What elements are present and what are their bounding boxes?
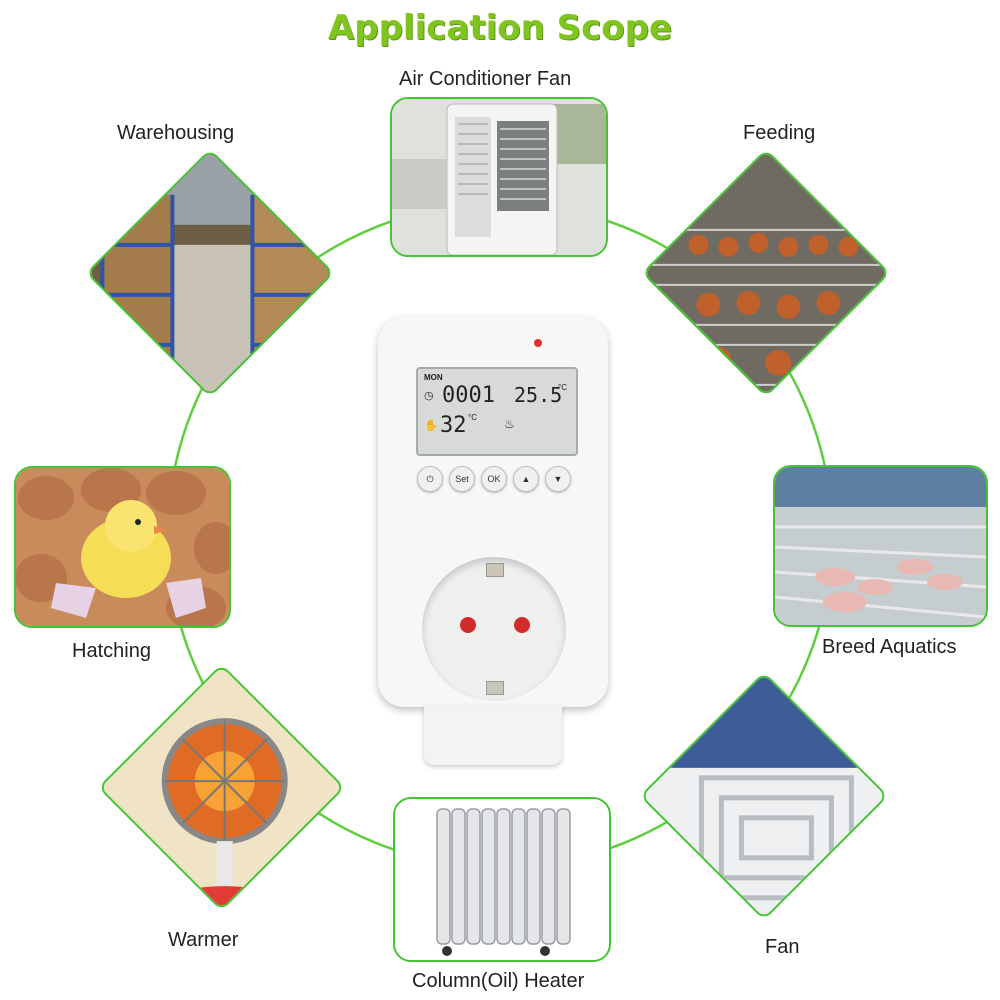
clock-icon: ◷ xyxy=(424,390,434,402)
thermostat-device: MON 0001 25.5 °C 32 °C ♨ ✋ ◷ xyxy=(378,317,608,707)
label-hatching: Hatching xyxy=(72,640,151,662)
hatching-image xyxy=(16,468,229,626)
lcd-set-unit: °C xyxy=(468,413,477,422)
image-hatching xyxy=(14,466,231,628)
image-oil-heater xyxy=(393,797,611,962)
hand-icon: ✋ xyxy=(424,420,438,432)
image-breed-aquatics xyxy=(773,465,988,627)
label-breed-aquatics: Breed Aquatics xyxy=(822,636,957,658)
lcd-display: MON 0001 25.5 °C 32 °C ♨ ✋ ◷ xyxy=(416,367,578,456)
down-arrow-button[interactable]: ▼ xyxy=(545,466,571,492)
label-fan: Fan xyxy=(765,936,800,958)
label-warmer: Warmer xyxy=(168,929,239,951)
socket-hole-left xyxy=(460,617,476,633)
label-feeding: Feeding xyxy=(743,122,816,144)
label-column-oil-heater: Column(Oil) Heater xyxy=(412,970,585,992)
ground-clip-bottom xyxy=(486,681,504,695)
lcd-temperature: 25.5 xyxy=(514,383,563,407)
ground-clip-top xyxy=(486,563,504,577)
image-air-conditioner-fan xyxy=(390,97,608,257)
breed-aquatics-image xyxy=(775,467,986,625)
label-air-conditioner-fan: Air Conditioner Fan xyxy=(399,68,572,90)
socket-hole-right xyxy=(514,617,530,633)
power-button[interactable]: ⏻ xyxy=(417,466,443,492)
lcd-set-temperature: 32 xyxy=(440,413,467,438)
lcd-clock: 0001 xyxy=(442,383,495,408)
set-button[interactable]: Set xyxy=(449,466,475,492)
oil-heater-image xyxy=(395,799,609,960)
socket-face xyxy=(422,557,566,701)
page-title: Application Scope xyxy=(327,8,673,48)
lcd-day: MON xyxy=(424,373,443,382)
plug-base xyxy=(424,705,562,765)
lcd-temperature-unit: °C xyxy=(558,383,567,392)
indicator-led xyxy=(534,339,542,347)
ok-button[interactable]: OK xyxy=(481,466,507,492)
label-warehousing: Warehousing xyxy=(117,122,235,144)
air-conditioner-fan-image xyxy=(392,99,606,255)
power-icon: ⏻ xyxy=(426,474,434,484)
up-arrow-button[interactable]: ▲ xyxy=(513,466,539,492)
flame-icon: ♨ xyxy=(504,417,515,431)
